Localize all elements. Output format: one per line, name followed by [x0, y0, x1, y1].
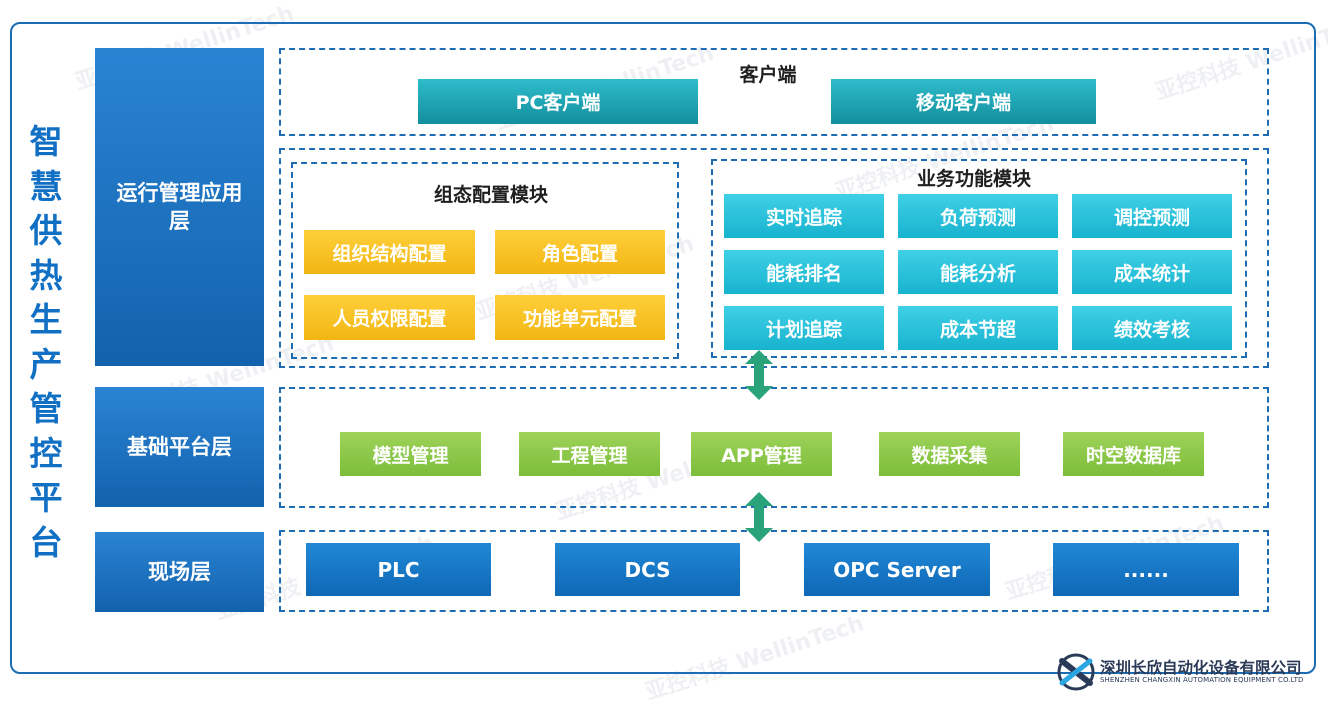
config-module-group	[291, 162, 679, 359]
platform-item: 数据采集	[879, 432, 1020, 476]
client-group	[279, 48, 1269, 136]
config-item: 组织结构配置	[304, 230, 475, 274]
business-item: 成本节超	[898, 306, 1058, 350]
config-item: 功能单元配置	[495, 295, 665, 340]
business-item: 成本统计	[1072, 250, 1232, 294]
config-item: 角色配置	[495, 230, 665, 274]
company-logo-icon	[1057, 653, 1095, 691]
platform-item: 模型管理	[340, 432, 481, 476]
config-item: 人员权限配置	[304, 295, 475, 340]
app-group	[279, 148, 1269, 368]
business-item: 调控预测	[1072, 194, 1232, 238]
business-item: 绩效考核	[1072, 306, 1232, 350]
layer-field: 现场层	[95, 532, 264, 612]
pc-client-box: PC客户端	[418, 79, 698, 124]
platform-group	[279, 387, 1269, 508]
field-group	[279, 530, 1269, 612]
platform-title: 智慧供热生产管控平台	[20, 120, 72, 565]
business-item: 能耗排名	[724, 250, 884, 294]
platform-title-char: 管	[29, 389, 63, 428]
business-item: 计划追踪	[724, 306, 884, 350]
platform-item: APP管理	[691, 432, 832, 476]
company-name-en: SHENZHEN CHANGXIN AUTOMATION EQUIPMENT C…	[1100, 676, 1304, 684]
platform-title-char: 台	[29, 522, 63, 562]
business-item: 实时追踪	[724, 194, 884, 238]
config-module-title: 组态配置模块	[433, 184, 548, 206]
field-item: DCS	[555, 543, 740, 596]
company-name: 深圳长欣自动化设备有限公司	[1100, 659, 1302, 677]
company-logo: 深圳长欣自动化设备有限公司 SHENZHEN CHANGXIN AUTOMATI…	[1054, 652, 1324, 692]
layer-field-label: 现场层	[148, 560, 211, 584]
layer-base: 基础平台层	[95, 387, 264, 507]
double-arrow-icon	[745, 350, 773, 400]
field-item: ......	[1053, 543, 1239, 596]
platform-title-char: 控	[29, 433, 63, 473]
field-item: PLC	[306, 543, 491, 596]
client-title: 客户端	[739, 64, 797, 86]
field-item: OPC Server	[804, 543, 990, 596]
business-item: 负荷预测	[898, 194, 1058, 238]
layer-app: 运行管理应用层	[95, 48, 264, 366]
platform-title-char: 智	[29, 122, 63, 161]
business-item: 能耗分析	[898, 250, 1058, 294]
double-arrow-icon	[745, 492, 773, 542]
platform-item: 时空数据库	[1063, 432, 1204, 476]
platform-title-char: 平	[29, 478, 63, 517]
platform-title-char: 慧	[29, 166, 63, 206]
platform-item: 工程管理	[519, 432, 660, 476]
platform-title-char: 产	[29, 344, 63, 384]
outer-frame	[10, 22, 1316, 674]
mobile-client-box: 移动客户端	[831, 79, 1096, 124]
business-module-group	[711, 159, 1247, 358]
business-module-title: 业务功能模块	[916, 168, 1031, 190]
layer-base-label: 基础平台层	[127, 435, 232, 459]
platform-title-char: 供	[29, 211, 63, 250]
platform-title-char: 生	[29, 300, 63, 339]
layer-app-label: 运行管理应用层	[116, 181, 243, 233]
platform-title-char: 热	[29, 255, 63, 295]
